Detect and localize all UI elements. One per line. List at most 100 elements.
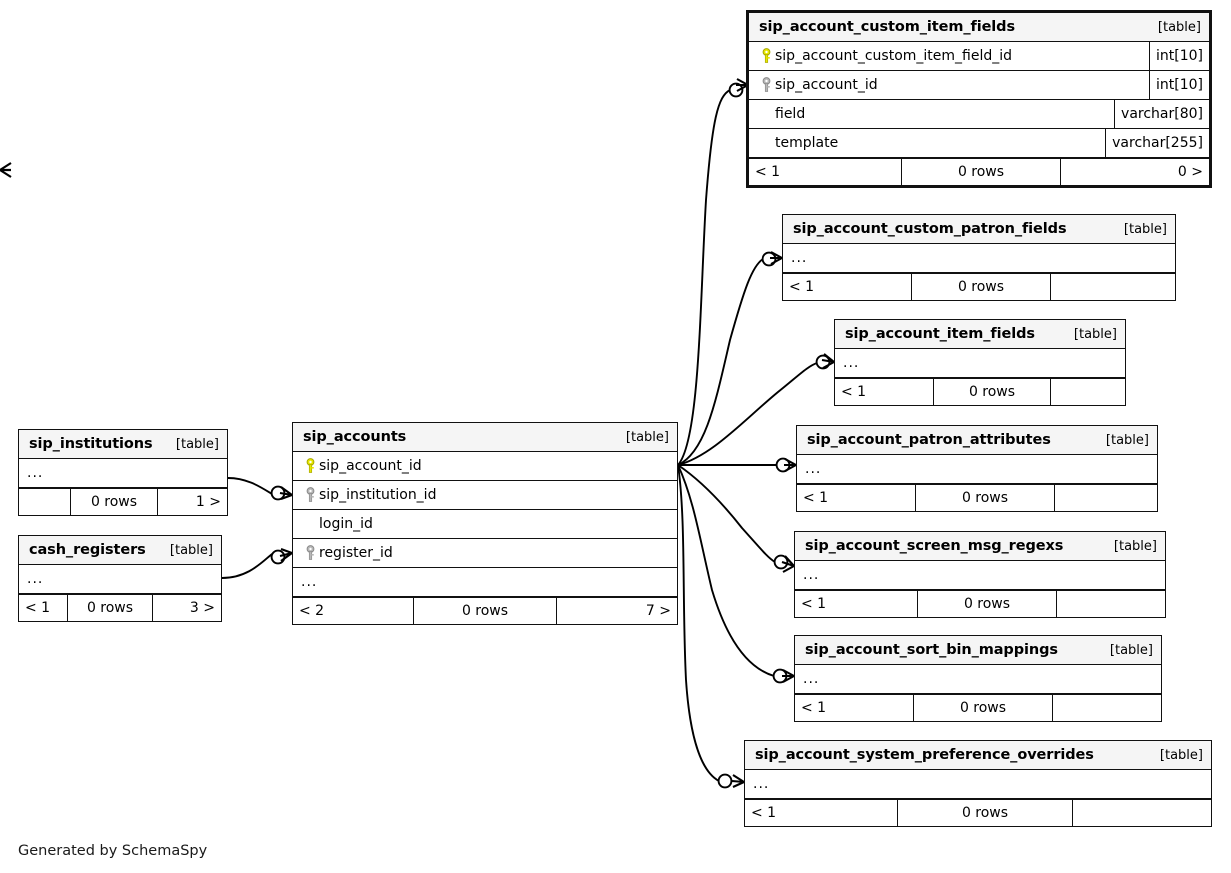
- column-label: ...: [803, 567, 820, 583]
- edge-to-custom-patron-fields: [677, 258, 764, 466]
- table-node-sip-accounts[interactable]: sip_accounts [table] sip_account_id sip_…: [292, 422, 678, 625]
- table-title: sip_account_patron_attributes [table]: [797, 426, 1157, 455]
- table-row: ...: [19, 565, 221, 594]
- edge-circle-custom-item-fields: [728, 82, 744, 98]
- table-name: sip_account_item_fields: [845, 326, 1035, 342]
- column-name-cell: login_id: [293, 516, 677, 532]
- column-label: sip_account_id: [775, 77, 878, 93]
- footer-children-count: [1051, 379, 1125, 405]
- footer-parents-count: < 1: [25, 600, 51, 616]
- table-row: ...: [795, 561, 1165, 590]
- generated-by-credit: Generated by SchemaSpy: [18, 843, 208, 859]
- table-type-tag: [table]: [169, 542, 213, 558]
- footer-parents-count: < 1: [803, 490, 829, 506]
- table-type-tag: [table]: [1105, 432, 1149, 448]
- column-label: ...: [803, 671, 820, 687]
- footer-children-count: [1057, 591, 1165, 617]
- footer-parents-count: [19, 489, 70, 515]
- table-title: sip_account_custom_patron_fields [table]: [783, 215, 1175, 244]
- table-row: ...: [835, 349, 1125, 378]
- column-type: int[10]: [1149, 71, 1209, 99]
- footer-children-count: 7 >: [645, 603, 671, 619]
- edge-to-custom-item-fields: [677, 89, 731, 466]
- edge-circle-screen-msg-regexs: [773, 554, 789, 570]
- footer-children-count: [1051, 274, 1175, 300]
- table-row: sip_account_id int[10]: [749, 71, 1209, 100]
- table-row: ...: [293, 568, 677, 597]
- table-node-sip-account-item-fields[interactable]: sip_account_item_fields [table] ... < 1 …: [834, 319, 1126, 406]
- footer-row-count: 0 rows: [413, 598, 557, 624]
- table-row: template varchar[255]: [749, 129, 1209, 158]
- table-footer: < 1 0 rows: [795, 590, 1165, 617]
- table-footer: < 1 0 rows: [783, 273, 1175, 300]
- table-title: sip_accounts [table]: [293, 423, 677, 452]
- edge-to-sort-bin-mappings: [677, 464, 775, 677]
- column-name-cell: sip_account_id: [749, 77, 1149, 93]
- edge-circle-sort-bin-mappings: [772, 668, 788, 684]
- table-footer: 0 rows 1 >: [19, 488, 227, 515]
- table-row: login_id: [293, 510, 677, 539]
- column-label: ...: [753, 776, 770, 792]
- footer-row-count: 0 rows: [70, 489, 158, 515]
- table-name: sip_account_sort_bin_mappings: [805, 642, 1058, 658]
- column-label: ...: [27, 465, 44, 481]
- column-label: ...: [791, 250, 808, 266]
- table-name: sip_accounts: [303, 429, 407, 445]
- table-name: cash_registers: [29, 542, 146, 558]
- column-label: sip_account_custom_item_field_id: [775, 48, 1013, 64]
- edge-circle-institutions: [270, 485, 286, 501]
- column-name-cell: sip_account_custom_item_field_id: [749, 48, 1149, 64]
- column-name-cell: sip_account_id: [293, 458, 677, 474]
- table-row: ...: [795, 665, 1161, 694]
- column-name-cell: register_id: [293, 545, 677, 561]
- table-type-tag: [table]: [1123, 221, 1167, 237]
- column-type: varchar[255]: [1105, 129, 1209, 157]
- edge-circle-custom-patron-fields: [761, 251, 777, 267]
- table-title: sip_account_sort_bin_mappings [table]: [795, 636, 1161, 665]
- table-node-sip-account-sort-bin-mappings[interactable]: sip_account_sort_bin_mappings [table] ..…: [794, 635, 1162, 722]
- primary-key-icon: [301, 458, 319, 474]
- table-node-sip-account-screen-msg-regexs[interactable]: sip_account_screen_msg_regexs [table] ..…: [794, 531, 1166, 618]
- edge-crowfeet: [0, 161, 13, 179]
- table-node-sip-account-system-preference-overrides[interactable]: sip_account_system_preference_overrides …: [744, 740, 1212, 827]
- footer-row-count: 0 rows: [917, 591, 1057, 617]
- edge-institutions-to-accounts: [227, 477, 273, 495]
- footer-children-count: [1053, 695, 1161, 721]
- table-row: ...: [745, 770, 1211, 799]
- column-name-cell: template: [749, 135, 1105, 151]
- edge-circle-cash-registers: [270, 549, 286, 565]
- footer-parents-count: < 1: [789, 279, 815, 295]
- foreign-key-icon: [301, 487, 319, 503]
- table-title: sip_institutions [table]: [19, 430, 227, 459]
- table-footer: < 1 0 rows 3 >: [19, 594, 221, 621]
- table-name: sip_account_system_preference_overrides: [755, 747, 1094, 763]
- column-label: ...: [843, 355, 860, 371]
- column-name-cell: field: [749, 106, 1114, 122]
- column-type: varchar[80]: [1114, 100, 1209, 128]
- table-title: sip_account_custom_item_fields [table]: [749, 13, 1209, 42]
- table-footer: < 1 0 rows: [835, 378, 1125, 405]
- table-node-sip-account-custom-patron-fields[interactable]: sip_account_custom_patron_fields [table]…: [782, 214, 1176, 301]
- table-title: cash_registers [table]: [19, 536, 221, 565]
- table-footer: < 1 0 rows: [795, 694, 1161, 721]
- edge-circle-system-preference-overrides: [717, 773, 733, 789]
- table-node-cash-registers[interactable]: cash_registers [table] ... < 1 0 rows 3 …: [18, 535, 222, 622]
- table-footer: < 1 0 rows 0 >: [749, 158, 1209, 185]
- table-type-tag: [table]: [1159, 747, 1203, 763]
- table-type-tag: [table]: [175, 436, 219, 452]
- primary-key-icon: [757, 48, 775, 64]
- footer-parents-count: < 1: [801, 596, 827, 612]
- table-footer: < 1 0 rows: [797, 484, 1157, 511]
- footer-row-count: 0 rows: [913, 695, 1053, 721]
- table-node-sip-account-custom-item-fields[interactable]: sip_account_custom_item_fields [table] s…: [746, 10, 1212, 188]
- edge-to-system-preference-overrides: [677, 464, 720, 782]
- table-node-sip-account-patron-attributes[interactable]: sip_account_patron_attributes [table] ..…: [796, 425, 1158, 512]
- footer-children-count: 0 >: [1177, 164, 1203, 180]
- footer-parents-count: < 1: [841, 384, 867, 400]
- table-node-sip-institutions[interactable]: sip_institutions [table] ... 0 rows 1 >: [18, 429, 228, 516]
- edge-cash-registers-to-accounts: [221, 553, 273, 579]
- footer-row-count: 0 rows: [897, 800, 1073, 826]
- footer-row-count: 0 rows: [67, 595, 153, 621]
- column-label: ...: [301, 574, 318, 590]
